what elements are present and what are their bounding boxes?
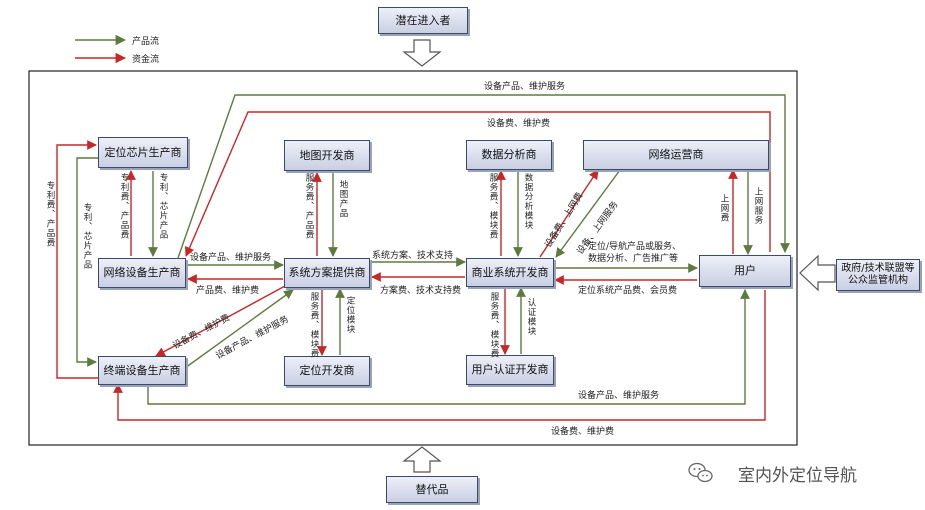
node-potential-entrants: 潜在进入者 [378,7,468,34]
node-chip-maker: 定位芯片生产商 [98,137,188,168]
industry-boundary [28,70,798,446]
label-top-money: 设备费、维护费 [487,119,551,129]
label-solution-to-business: 系统方案、技术支持 [372,251,454,261]
node-terminal-maker: 终端设备生产商 [98,356,186,385]
node-substitutes: 替代品 [386,476,478,503]
label-ne-to-solution: 设备产品、维护服务 [190,253,272,263]
terminal-to-solution-money [155,285,286,357]
operator-to-business-product [555,169,621,258]
solution-to-terminal-product [184,289,294,369]
node-solution-provider: 系统方案提供商 [284,258,370,288]
top-product-flow [177,94,790,259]
node-regulators: 政府/技术联盟等 公众监管机构 [836,259,920,291]
label-solution-to-ne: 产品费、维护费 [196,286,260,296]
label-bottom-money: 设备费、维护费 [551,427,615,437]
label-solution-to-positioning: 服务费、模块费 [309,292,319,359]
label-user-to-operator: 上网费 [719,194,729,223]
label-left-outer: 专利费、产品费 [45,181,55,248]
left-outer-money-flow [56,140,98,379]
node-network-equipment-maker: 网络设备生产商 [98,258,186,288]
label-operator-to-user: 上网服务 [753,187,763,225]
node-business-system-developer: 商业系统开发商 [466,258,554,287]
label-bottom-product: 设备产品、维护服务 [578,391,660,401]
label-positioning-to-solution: 定位模块 [345,296,355,334]
business-to-operator-money [539,169,599,258]
watermark: 室内外定位导航 [712,461,857,486]
bottom-money-flow [113,290,766,421]
bottom-product-flow [147,289,750,405]
node-auth-developer: 用户认证开发商 [466,355,554,385]
label-map-to-solution: 地图产品 [338,180,348,218]
label-auth-to-business: 认证模块 [526,298,536,336]
label-user-to-business: 定位系统产品费、会员费 [578,286,678,296]
node-map-developer: 地图开发商 [284,140,370,171]
label-data-to-business: 数据分析模块 [523,173,533,230]
node-data-analysis: 数据分析商 [466,140,552,170]
left-inner-product-flow [76,157,98,367]
node-positioning-developer: 定位开发商 [284,356,370,386]
node-user: 用户 [699,255,791,287]
node-network-operator: 网络运营商 [583,140,769,170]
label-top-product: 设备产品、维护服务 [484,82,566,92]
gov-arrow [799,254,836,292]
entrants-arrow [402,39,442,67]
label-business-to-user: 定位/导航产品或服务、 数据分析、广告推广等 [588,242,682,264]
label-chip-to-ne: 专利、芯片产品 [158,173,168,240]
label-business-to-solution: 方案费、技术支持费 [380,286,462,296]
label-left-inner: 专利、芯片产品 [82,203,92,270]
label-business-to-data: 服务费、模块费 [488,173,498,240]
substitutes-arrow [402,446,442,473]
legend-money-label: 资金流 [132,55,160,65]
legend-product-label: 产品流 [132,37,160,47]
top-money-flow [184,111,771,257]
label-ne-to-chip: 专利费、产品费 [119,173,129,240]
watermark-text: 室内外定位导航 [738,466,857,486]
label-business-to-auth: 服务费、模块费 [489,292,499,359]
wechat-icon [688,462,713,483]
label-solution-to-map: 服务费、产品费 [304,173,314,240]
